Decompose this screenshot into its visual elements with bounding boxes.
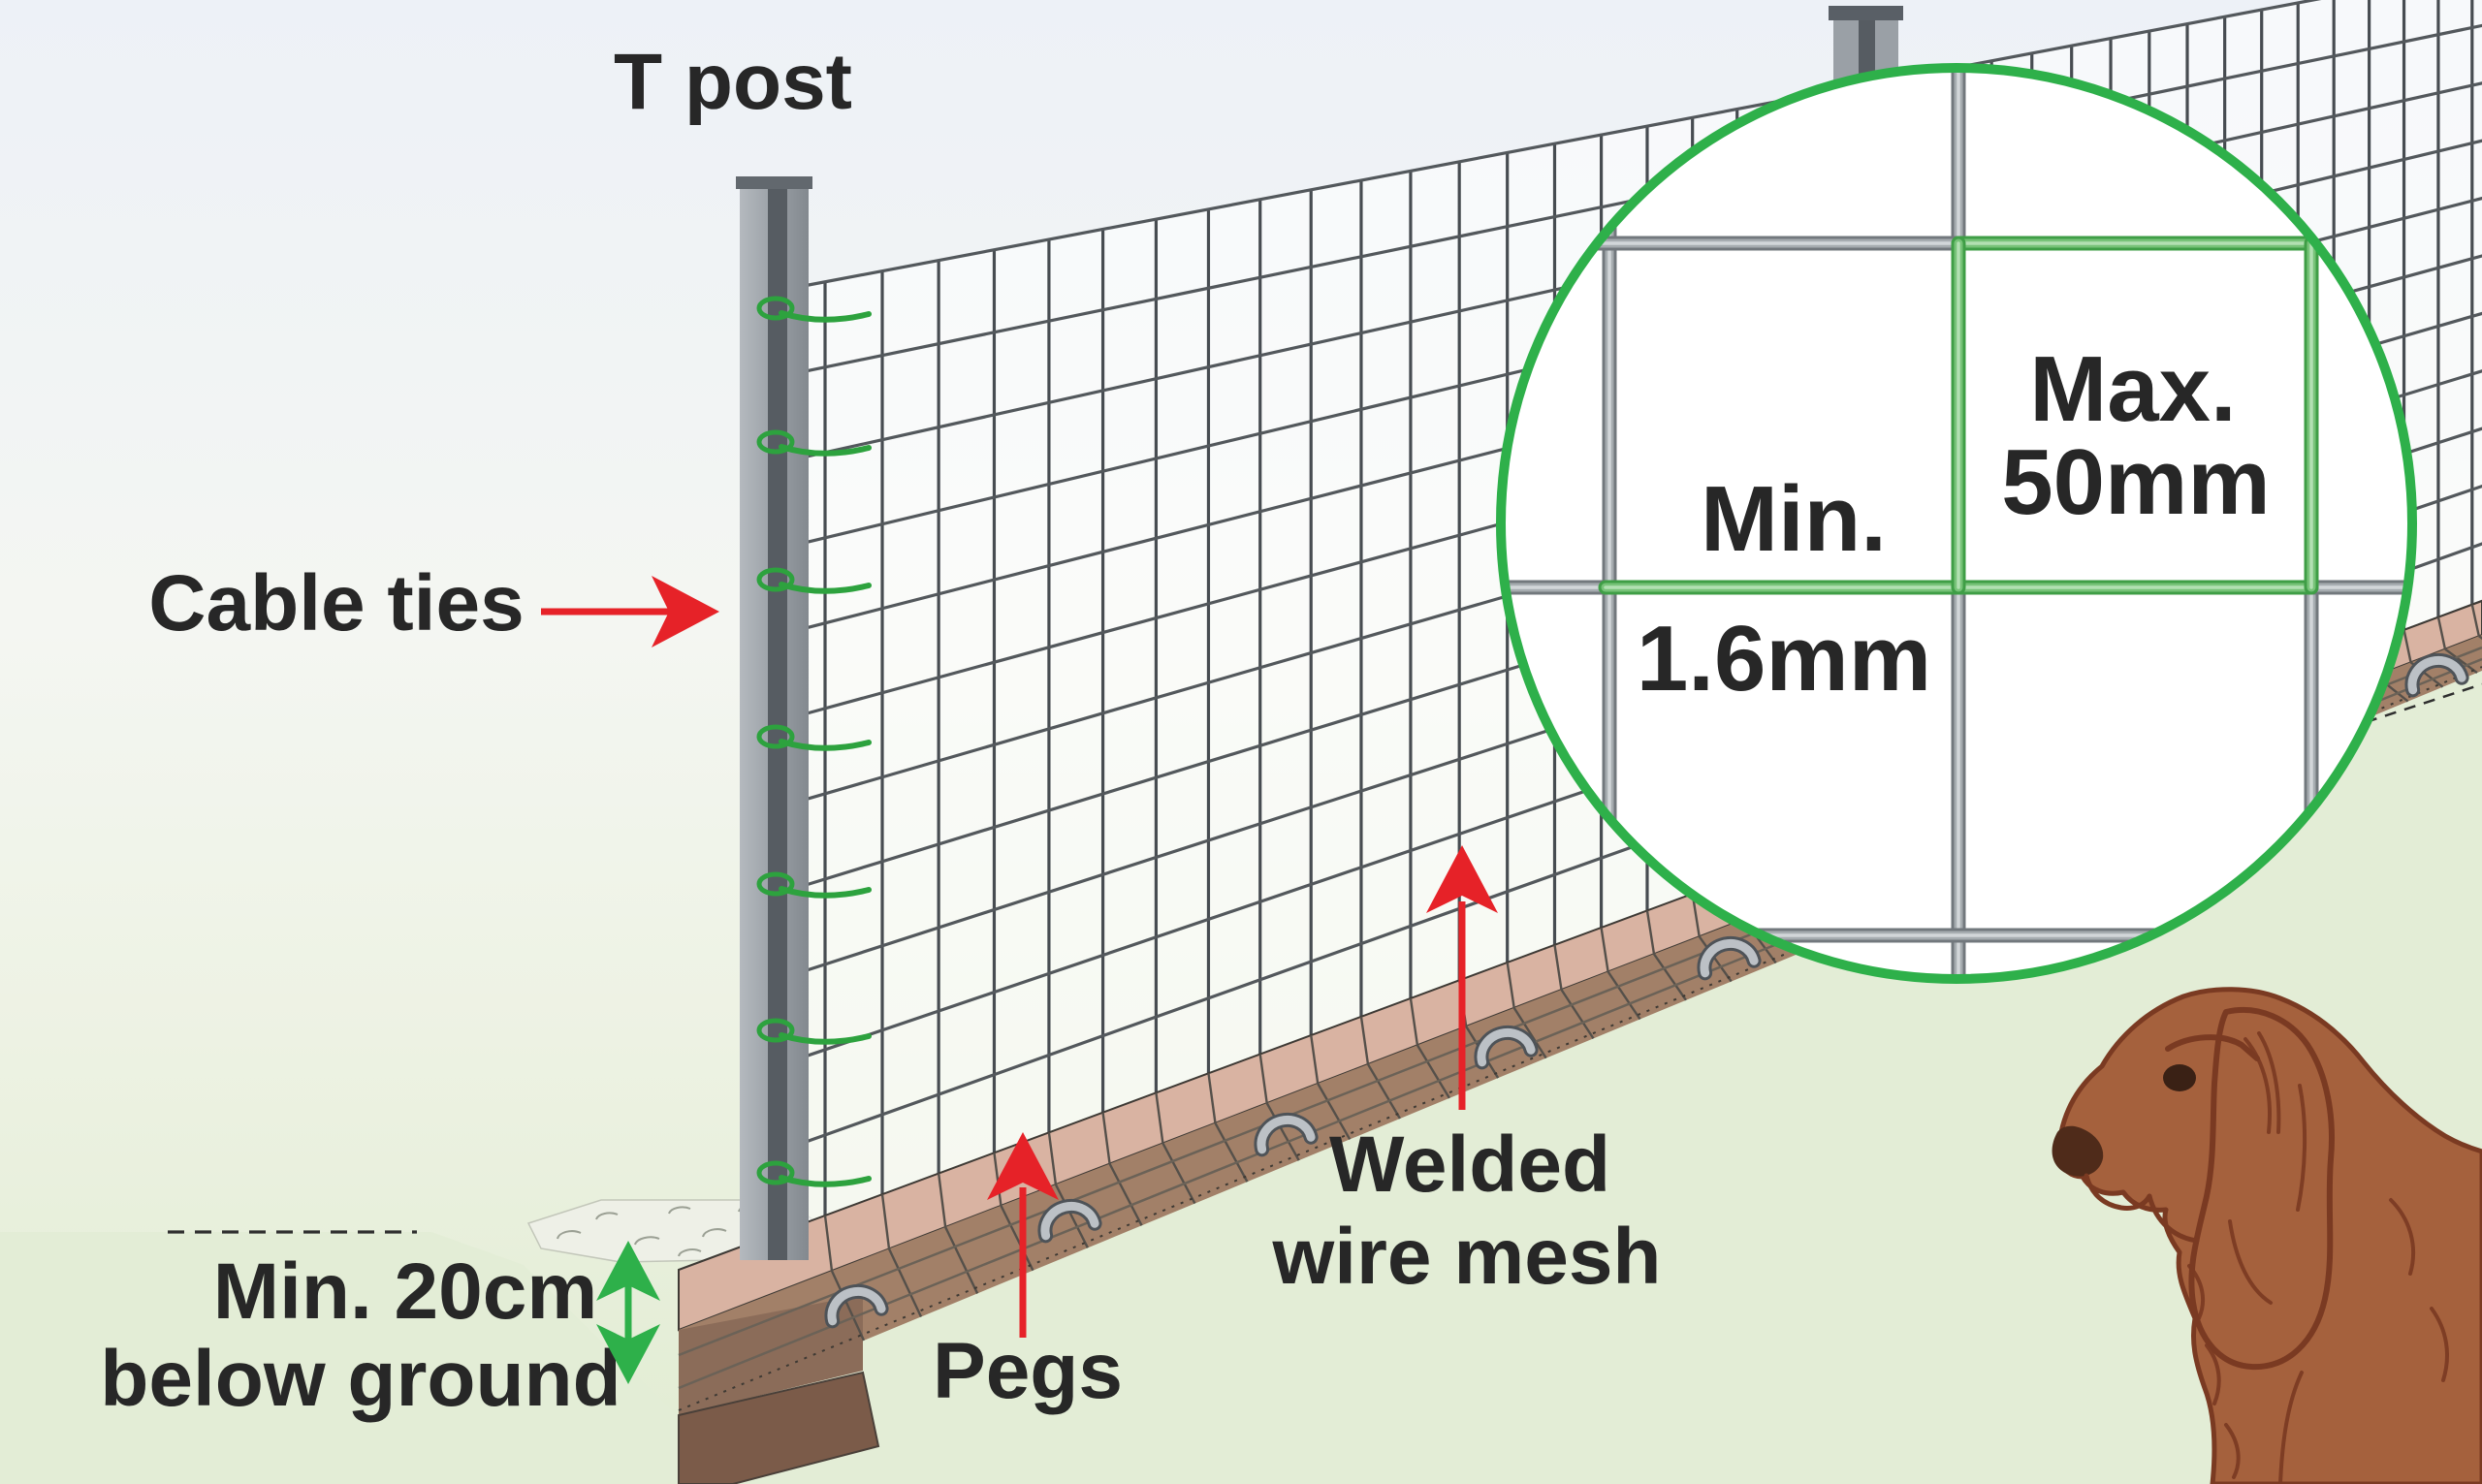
depth-double-arrow bbox=[596, 1241, 660, 1384]
pegs-staples bbox=[824, 652, 2469, 1329]
welded-wire-mesh-label-line1: Welded bbox=[1329, 1121, 1610, 1209]
dog-brow bbox=[2165, 1034, 2260, 1061]
pegs-arrow bbox=[987, 1132, 1059, 1338]
magnifier-ring bbox=[1496, 63, 2417, 984]
depth-label-line2: below ground bbox=[100, 1335, 620, 1423]
dog-eye bbox=[2163, 1064, 2196, 1091]
welded-wire-mesh-label-line2: wire mesh bbox=[1271, 1213, 1661, 1301]
dog-fur-lines bbox=[2187, 1031, 2449, 1484]
pegs-label: Pegs bbox=[933, 1327, 1123, 1415]
welded-wire-mesh-arrow bbox=[1426, 845, 1498, 1110]
dog-illustration bbox=[2052, 987, 2482, 1484]
mesh-opening-label-line2: 50mm bbox=[2001, 430, 2271, 534]
mesh-opening-label-line1: Max. bbox=[2029, 337, 2236, 441]
dog-nose bbox=[2052, 1125, 2104, 1177]
ground-foreground bbox=[0, 671, 2482, 1484]
cable-ties-label: Cable ties bbox=[148, 559, 524, 647]
dog-mouth bbox=[2084, 1173, 2200, 1244]
apron-end-shadow bbox=[679, 1295, 863, 1415]
t-post bbox=[736, 176, 812, 1260]
cable-ties-arrow bbox=[541, 576, 719, 647]
t-post-label: T post bbox=[614, 38, 852, 126]
wire-gauge-label-line1: Min. bbox=[1701, 467, 1887, 571]
magnifier-detail: Min. 1.6mm Max. 50mm bbox=[1496, 63, 2417, 984]
cable-ties bbox=[756, 296, 872, 1187]
wire-gauge-label-line2: 1.6mm bbox=[1637, 607, 1931, 710]
apron-end-flap bbox=[678, 1371, 880, 1484]
dog-ear bbox=[2188, 1006, 2335, 1371]
depth-label-line1: Min. 20cm bbox=[213, 1247, 597, 1336]
